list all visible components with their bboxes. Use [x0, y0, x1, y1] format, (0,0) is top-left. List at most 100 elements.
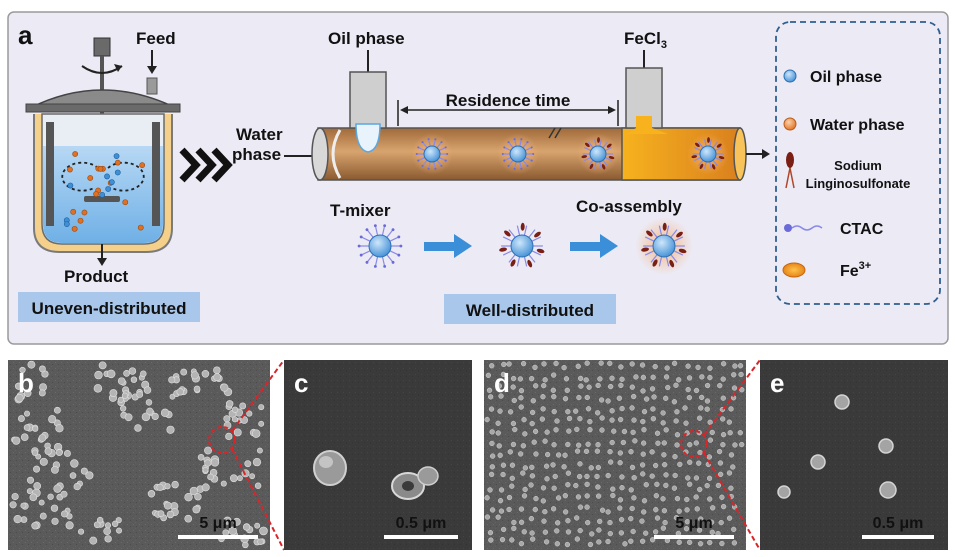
sodium-lignosulfonate: [608, 156, 615, 160]
ctac-tail: [665, 256, 670, 267]
ctac-head: [530, 159, 533, 162]
dispersed-particle: [529, 375, 535, 382]
dispersed-particle: [577, 527, 583, 534]
dispersed-particle: [605, 472, 611, 479]
dispersed-particle: [605, 538, 611, 545]
ctac-tail: [381, 225, 386, 236]
ctac-tail: [588, 141, 594, 149]
dispersed-particle: [585, 441, 591, 447]
aggregate-particle: [231, 416, 238, 423]
dispersed-particle: [533, 495, 539, 502]
dispersed-particle: [595, 442, 601, 448]
aggregate-particle: [223, 415, 231, 423]
aggregate-particle: [193, 385, 201, 393]
dispersed-particle: [676, 377, 682, 383]
dispersed-particle: [577, 416, 583, 422]
ctac-tail: [519, 161, 522, 169]
reactor-particle: [77, 217, 84, 224]
dispersed-particle: [577, 375, 584, 382]
dispersed-particle: [641, 509, 647, 515]
ctac-head: [365, 260, 369, 264]
dispersed-particle: [630, 528, 636, 535]
aggregate-particle: [20, 433, 29, 442]
dispersed-particle: [574, 536, 580, 542]
dispersed-particle: [487, 529, 494, 536]
dispersed-particle: [618, 530, 625, 536]
dispersed-particle: [576, 442, 582, 448]
dispersed-particle: [498, 487, 505, 493]
aggregate-particle: [51, 466, 59, 474]
dispersed-particle: [529, 473, 536, 479]
dispersed-particle: [664, 365, 670, 371]
dispersed-particle: [565, 441, 571, 448]
micelle: [577, 133, 619, 175]
panel-c-particles: [313, 450, 439, 500]
ctac-head: [507, 164, 510, 167]
dispersed-particle: [720, 376, 726, 382]
aggregate-particle: [48, 415, 57, 424]
ctac-tail: [418, 156, 426, 162]
dispersed-particle: [575, 363, 581, 369]
ctac-tail: [709, 161, 712, 169]
aggregate-particle: [220, 480, 227, 487]
panel-e-letter: e: [770, 368, 784, 398]
dispersed-particle: [488, 537, 494, 543]
dispersed-particle: [529, 464, 535, 471]
dispersed-particle: [622, 541, 628, 547]
dispersed-particle: [574, 426, 580, 433]
dispersed-particle: [726, 515, 733, 521]
dispersed-particle: [717, 460, 724, 466]
dispersed-particle: [532, 428, 539, 435]
dispersed-particle: [551, 394, 557, 400]
dispersed-particle: [633, 374, 639, 380]
ctac-tail: [436, 159, 442, 167]
dispersed-particle: [640, 374, 647, 381]
sodium-lignosulfonate: [718, 156, 725, 160]
dispersed-particle: [511, 525, 517, 532]
dispersed-particle: [509, 483, 515, 489]
ctac-tail: [694, 156, 702, 162]
aggregate-particle: [251, 429, 261, 438]
dispersed-particle: [617, 497, 624, 503]
dispersed-particle: [706, 475, 713, 481]
dispersed-particle: [629, 361, 635, 367]
legend-fe-icon: [782, 262, 806, 278]
aggregate-particle: [85, 471, 94, 480]
dispersed-particle: [618, 382, 624, 389]
aggregate-particle: [24, 410, 30, 417]
dispersed-particle: [509, 537, 515, 543]
dispersed-particle: [521, 416, 527, 423]
dispersed-particle: [605, 398, 611, 404]
dispersed-particle: [649, 473, 655, 479]
dispersed-particle: [609, 439, 615, 446]
ctac-head: [397, 235, 401, 239]
dispersed-particle: [617, 416, 624, 423]
dispersed-particle: [563, 376, 570, 382]
dispersed-particle: [512, 426, 518, 433]
sodium-lignosulfonate: [678, 248, 687, 254]
dispersed-particle: [717, 471, 724, 477]
micelle: [411, 133, 453, 175]
dispersed-particle: [652, 529, 659, 535]
dispersed-particle: [719, 494, 725, 500]
dispersed-particle: [544, 429, 550, 435]
aggregate-particle: [104, 522, 112, 529]
ctac-tail: [712, 159, 718, 167]
water-phase-label-line1: Water: [236, 125, 283, 144]
dispersed-particle: [686, 375, 693, 381]
ctac-tail: [360, 250, 371, 256]
dispersed-particle: [663, 472, 669, 478]
legend-sodium-label-line1: Sodium: [834, 158, 882, 173]
ctac-tail: [381, 256, 386, 267]
aggregate-particle: [168, 376, 176, 384]
dispersed-particle: [554, 541, 560, 547]
dispersed-particle: [694, 506, 700, 512]
oil-core: [510, 234, 534, 258]
dispersed-particle: [617, 505, 623, 511]
dispersed-particle: [728, 485, 734, 491]
oil-core: [509, 145, 527, 163]
dispersed-particle: [589, 531, 595, 537]
aggregate-particle: [11, 492, 19, 501]
dispersed-particle: [576, 394, 582, 401]
ctac-tail: [389, 250, 400, 256]
